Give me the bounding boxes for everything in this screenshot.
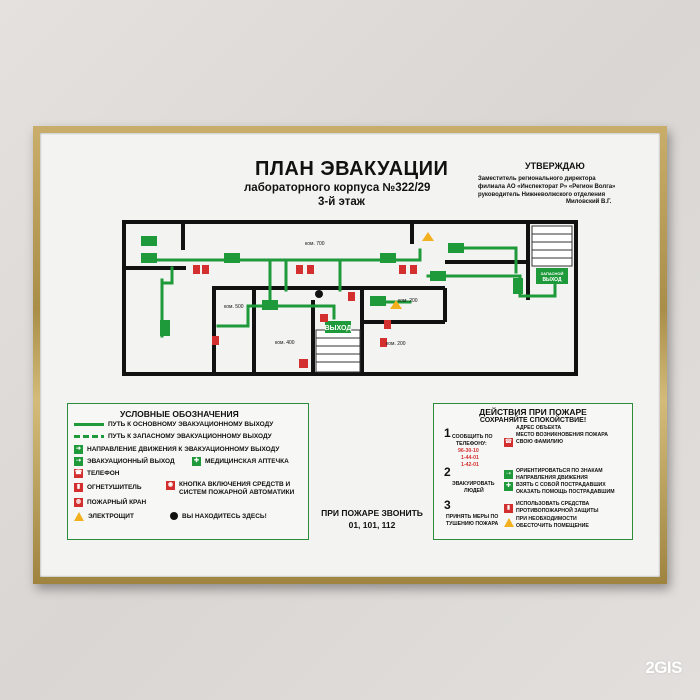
plan-subtitle: лабораторного корпуса №322/29 xyxy=(244,182,431,194)
exit-label-box xyxy=(325,321,351,333)
legend-you-are-here: ВЫ НАХОДИТЕСЬ ЗДЕСЬ! xyxy=(170,512,267,520)
legend-hydrant: ◍ ПОЖАРНЫЙ КРАН xyxy=(74,498,146,507)
exit-signs xyxy=(141,236,523,336)
reserve-exit-label: ВЫХОД xyxy=(542,277,562,283)
first-aid-icon: ✚ xyxy=(504,482,513,491)
step-label: СООБЩИТЬ ПО xyxy=(452,434,493,440)
phone-icon: ☎ xyxy=(504,438,513,447)
room-label: ком. 700 xyxy=(305,241,325,247)
electrical-panel-icon xyxy=(504,518,514,527)
legend-first-aid: ✚ МЕДИЦИНСКАЯ АПТЕЧКА xyxy=(192,457,289,466)
legend-phone: ☎ ТЕЛЕФОН xyxy=(74,469,120,478)
phone-icon: ☎ xyxy=(74,469,83,478)
legend-label: СИСТЕМ ПОЖАРНОЙ АВТОМАТИКИ xyxy=(179,489,295,496)
plan-title: ПЛАН ЭВАКУАЦИИ xyxy=(255,158,449,180)
legend-exit: ⇢ ЭВАКУАЦИОННЫЙ ВЫХОД xyxy=(74,457,175,466)
step-label: ЭВАКУИРОВАТЬ xyxy=(452,481,495,487)
approval-line: Миловский В.Г. xyxy=(566,199,612,205)
walls xyxy=(122,220,578,376)
legend-label: ПУТЬ К ЗАПАСНОМУ ЭВАКУАЦИОННОМУ ВЫХОДУ xyxy=(108,433,272,440)
step-number: 3 xyxy=(444,498,451,512)
first-aid-icon: ✚ xyxy=(192,457,201,466)
legend-label: НАПРАВЛЕНИЕ ДВИЖЕНИЯ К ЭВАКУАЦИОННОМУ ВЫ… xyxy=(87,446,280,453)
legend-label: ЭВАКУАЦИОННЫЙ ВЫХОД xyxy=(87,458,175,465)
phone-number: 1-44-01 xyxy=(461,455,479,461)
call-line-1: ПРИ ПОЖАРЕ ЗВОНИТЬ xyxy=(321,508,423,518)
stairs-left xyxy=(315,329,361,373)
legend-electrical: ЭЛЕКТРОЩИТ xyxy=(74,512,134,521)
step-item: ОРИЕНТИРОВАТЬСЯ ПО ЗНАКАМ xyxy=(516,468,603,474)
approval-line: Заместитель регионального директора xyxy=(478,176,596,182)
fire-hose-icon: ◍ xyxy=(74,498,83,507)
legend-label: ТЕЛЕФОН xyxy=(87,470,120,477)
dashed-route-line xyxy=(74,435,104,438)
step-item: ИСПОЛЬЗОВАТЬ СРЕДСТВА xyxy=(516,501,590,507)
actions-title: ДЕЙСТВИЯ ПРИ ПОЖАРЕ xyxy=(479,407,587,417)
room-label: ком. 200 xyxy=(398,298,418,304)
fire-actions-panel: ДЕЙСТВИЯ ПРИ ПОЖАРЕ СОХРАНЯЙТЕ СПОКОЙСТВ… xyxy=(433,403,633,540)
legend-label: МЕДИЦИНСКАЯ АПТЕЧКА xyxy=(205,458,289,465)
step-item: ОБЕСТОЧИТЬ ПОМЕЩЕНИЕ xyxy=(516,523,589,529)
electrical-panel-icon xyxy=(422,232,434,241)
legend-label: ЭЛЕКТРОЩИТ xyxy=(88,513,134,520)
phone-number: 1-42-01 xyxy=(461,462,479,468)
legend-title: УСЛОВНЫЕ ОБОЗНАЧЕНИЯ xyxy=(120,409,239,419)
actions-subtitle: СОХРАНЯЙТЕ СПОКОЙСТВИЕ! xyxy=(479,417,587,424)
step-label: ТЕЛЕФОНУ: xyxy=(456,441,487,447)
legend-extinguisher: ▮ ОГНЕТУШИТЕЛЬ xyxy=(74,483,142,492)
electrical-panel-icon xyxy=(74,512,84,521)
plan-floor: 3-й этаж xyxy=(318,196,365,208)
electrical-panel-icon xyxy=(390,300,402,309)
step-item: ПРОТИВОПОЖАРНОЙ ЗАЩИТЫ xyxy=(516,508,599,514)
step-item: АДРЕС ОБЪЕКТА xyxy=(516,425,562,431)
room-labels: ком. 700 ком. 500 ком. 400 ком. 200 ком.… xyxy=(224,241,418,347)
legend-main-route: ПУТЬ К ОСНОВНОМУ ЭВАКУАЦИОННОМУ ВЫХОДУ xyxy=(74,421,273,428)
approval-line: филиала АО «Инспекторат Р» «Регион Волга… xyxy=(478,184,616,190)
step-item: НАПРАВЛЕНИЯ ДВИЖЕНИЯ xyxy=(516,475,588,481)
step-item: ВЗЯТЬ С СОБОЙ ПОСТРАДАВШИХ xyxy=(516,482,606,488)
exit-label: ВЫХОД xyxy=(325,325,352,332)
exit-icon: ⇢ xyxy=(74,457,83,466)
legend-label: ОГНЕТУШИТЕЛЬ xyxy=(87,484,142,491)
step-item: ОКАЗАТЬ ПОМОЩЬ ПОСТРАДАВШИМ xyxy=(516,489,615,495)
step-number: 2 xyxy=(444,465,451,479)
room-label: ком. 200 xyxy=(386,341,406,347)
legend-direction: ➜ НАПРАВЛЕНИЕ ДВИЖЕНИЯ К ЭВАКУАЦИОННОМУ … xyxy=(74,445,279,454)
fire-equipment xyxy=(193,265,417,368)
step-number: 1 xyxy=(444,426,451,440)
step-label: ПРИНЯТЬ МЕРЫ ПО xyxy=(446,514,499,520)
exit-icon: ⇢ xyxy=(504,470,513,479)
step-item: МЕСТО ВОЗНИКНОВЕНИЯ ПОЖАРА xyxy=(516,432,608,438)
step-label: ТУШЕНИЮ ПОЖАРА xyxy=(446,521,499,527)
fire-extinguisher-icon: ▮ xyxy=(74,483,83,492)
approval-title: УТВЕРЖДАЮ xyxy=(525,161,585,171)
fire-extinguisher-icon: ▮ xyxy=(504,504,513,513)
call-line-2: 01, 101, 112 xyxy=(348,520,396,530)
watermark-logo: 2GIS xyxy=(645,658,682,677)
emergency-call: ПРИ ПОЖАРЕ ЗВОНИТЬ 01, 101, 112 xyxy=(313,508,431,530)
legend-label: ПОЖАРНЫЙ КРАН xyxy=(87,499,147,506)
approval-line: руководитель Нижневолжского отделения xyxy=(478,192,606,198)
step-label: ЛЮДЕЙ xyxy=(464,488,484,494)
you-are-here-icon xyxy=(170,512,178,520)
you-are-here-marker xyxy=(315,290,323,298)
legend-reserve-route: ПУТЬ К ЗАПАСНОМУ ЭВАКУАЦИОННОМУ ВЫХОДУ xyxy=(74,433,272,440)
solid-route-line xyxy=(74,423,104,426)
legend-panel: УСЛОВНЫЕ ОБОЗНАЧЕНИЯ ПУТЬ К ОСНОВНОМУ ЭВ… xyxy=(67,403,309,540)
fire-alarm-button-icon: ◉ xyxy=(166,481,175,490)
direction-arrow-icon: ➜ xyxy=(74,445,83,454)
room-label: ком. 400 xyxy=(275,340,295,346)
room-label: ком. 500 xyxy=(224,304,244,310)
reserve-exit-label: ЗАПАСНОЙ xyxy=(541,271,564,276)
step-item: СВОЮ ФАМИЛИЮ xyxy=(516,439,564,445)
step-item: ПРИ НЕОБХОДИМОСТИ xyxy=(516,516,577,522)
stairs-right xyxy=(531,225,573,267)
reserve-exit-box xyxy=(536,268,568,284)
legend-label: ПУТЬ К ОСНОВНОМУ ЭВАКУАЦИОННОМУ ВЫХОДУ xyxy=(108,421,274,428)
legend-label: КНОПКА ВКЛЮЧЕНИЯ СРЕДСТВ И xyxy=(179,481,291,488)
phone-number: 96-30-10 xyxy=(458,448,479,454)
legend-label: ВЫ НАХОДИТЕСЬ ЗДЕСЬ! xyxy=(182,512,267,520)
